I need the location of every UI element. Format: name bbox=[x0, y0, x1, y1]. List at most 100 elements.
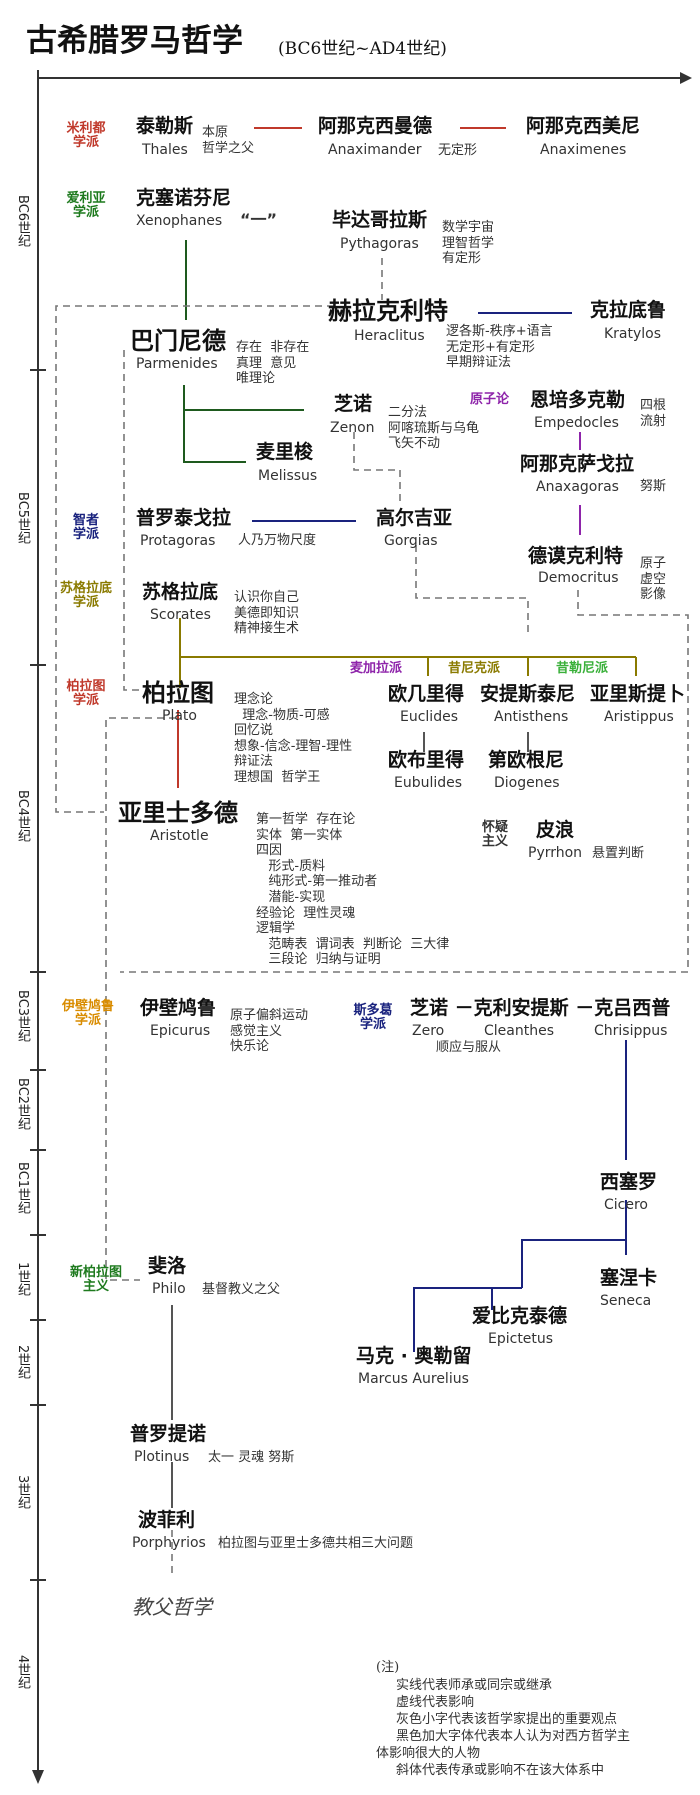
philosopher-latin: Democritus bbox=[538, 570, 619, 586]
philosopher-idea: 理念论 理念-物质-可感 回忆说 想象-信念-理智-理性 辩证法 理想国 哲学王 bbox=[234, 692, 353, 785]
philosopher-name: 德谟克利特 bbox=[528, 545, 624, 567]
philosopher-name: 普罗提诺 bbox=[130, 1423, 207, 1445]
legend-line: 虚线代表影响 bbox=[396, 1695, 475, 1710]
school-stoic: 斯多葛 学派 bbox=[353, 1003, 393, 1033]
philosopher-name: 普罗泰戈拉 bbox=[136, 507, 232, 529]
school-megara: 麦加拉派 bbox=[350, 661, 403, 676]
philosopher-latin: Plotinus bbox=[134, 1449, 190, 1465]
philosopher-latin: Chrisippus bbox=[594, 1023, 668, 1039]
timeline-axes bbox=[30, 70, 692, 1784]
philosopher-idea: 原子 虚空 影像 bbox=[640, 556, 667, 603]
philosopher-name: 西塞罗 bbox=[600, 1171, 658, 1193]
century-label: 1世纪 bbox=[14, 1262, 30, 1297]
century-label: 4世纪 bbox=[14, 1655, 30, 1690]
philosopher-latin: Marcus Aurelius bbox=[358, 1371, 469, 1387]
philosopher-idea: 本原 哲学之父 bbox=[202, 125, 255, 156]
century-label: BC6世纪 bbox=[14, 195, 30, 248]
legend-line: 灰色小字代表该哲学家提出的重要观点 bbox=[396, 1712, 618, 1727]
philosopher-idea: “一” bbox=[240, 210, 278, 229]
socratic-links bbox=[179, 618, 637, 688]
philosopher-name: 克塞诺芬尼 bbox=[136, 187, 232, 209]
philosopher-idea: 努斯 bbox=[640, 479, 667, 494]
philosopher-latin: Empedocles bbox=[534, 415, 619, 431]
philosopher-latin: Kratylos bbox=[604, 326, 662, 342]
philosopher-name: 欧几里得 bbox=[388, 683, 465, 705]
philosopher-latin: Diogenes bbox=[494, 775, 560, 791]
philosopher-name: 伊壁鸠鲁 bbox=[140, 997, 217, 1019]
philosopher-name: 阿那克西美尼 bbox=[526, 115, 641, 137]
school-cyrenaic: 昔勒尼派 bbox=[556, 661, 609, 676]
philosopher-name: 阿那克西曼德 bbox=[318, 115, 433, 137]
philosopher-idea: 太一 灵魂 努斯 bbox=[208, 1450, 295, 1465]
philosopher-name: 巴门尼德 bbox=[130, 327, 226, 355]
school-elea: 爱利亚 学派 bbox=[66, 191, 106, 221]
philosopher-name: 马克 · 奥勒留 bbox=[356, 1345, 472, 1367]
philosopher-idea: 原子偏斜运动 感觉主义 快乐论 bbox=[230, 1008, 309, 1055]
philosopher-name: 塞涅卡 bbox=[600, 1267, 658, 1289]
school-neoplatonic: 新柏拉图 主义 bbox=[69, 1265, 123, 1295]
philosopher-latin: Porphyrios bbox=[132, 1535, 206, 1551]
legend-line: 黑色加大字体代表本人认为对西方哲学主 bbox=[396, 1729, 631, 1744]
philosopher-name: 芝诺 bbox=[334, 393, 373, 415]
philosopher-name: 欧布里得 bbox=[388, 749, 465, 771]
philosopher-latin: Antisthens bbox=[494, 709, 569, 725]
philosopher-latin: Xenophanes bbox=[136, 213, 223, 229]
school-atomism: 原子论 bbox=[470, 392, 510, 407]
philosopher-idea: 二分法 阿喀琉斯与乌龟 飞矢不动 bbox=[388, 405, 480, 452]
legend-line: 实线代表师承或同宗或继承 bbox=[396, 1678, 553, 1693]
school-epicurean: 伊壁鸠鲁 学派 bbox=[61, 999, 115, 1029]
philosopher-latin: Zero bbox=[412, 1023, 445, 1039]
philosopher-name: 泰勒斯 bbox=[136, 115, 194, 137]
century-label: BC5世纪 bbox=[14, 492, 30, 545]
philosopher-latin: Heraclitus bbox=[354, 328, 425, 344]
philosopher-name: 亚里士多德 bbox=[118, 799, 238, 827]
philosopher-name: 皮浪 bbox=[536, 819, 575, 841]
century-label: BC4世纪 bbox=[14, 790, 30, 843]
school-skeptic: 怀疑 主义 bbox=[481, 820, 509, 850]
philosopher-idea: 无定形 bbox=[438, 143, 478, 158]
philosopher-latin: Anaximenes bbox=[540, 142, 627, 158]
century-label: BC1世纪 bbox=[14, 1162, 30, 1215]
school-miletus: 米利都 学派 bbox=[66, 121, 106, 151]
philosopher-latin: Aristotle bbox=[150, 828, 209, 844]
philosopher-idea: 悬置判断 bbox=[592, 846, 645, 861]
century-label: 3世纪 bbox=[14, 1475, 30, 1510]
philosopher-name: 高尔吉亚 bbox=[376, 507, 453, 529]
philosopher-latin: Melissus bbox=[258, 468, 318, 484]
philosopher-idea: 逻各斯-秩序+语言 无定形+有定形 早期辩证法 bbox=[446, 324, 553, 371]
philosopher-latin: Euclides bbox=[400, 709, 458, 725]
philosopher-idea: 数学宇宙 理智哲学 有定形 bbox=[442, 220, 495, 267]
legend-line: 斜体代表传承或影响不在该大体系中 bbox=[396, 1763, 605, 1778]
philosopher-name: 阿那克萨戈拉 bbox=[520, 453, 635, 475]
philosopher-name: 爱比克泰德 bbox=[472, 1305, 568, 1327]
philosopher-latin: Aristippus bbox=[604, 709, 674, 725]
philosopher-name: 克拉底鲁 bbox=[590, 299, 667, 321]
school-platonic: 柏拉图 学派 bbox=[66, 679, 106, 709]
philosopher-name: 麦里梭 bbox=[256, 441, 314, 463]
philosopher-latin: Epictetus bbox=[488, 1331, 554, 1347]
philosopher-latin: Seneca bbox=[600, 1293, 652, 1309]
school-sophist: 智者 学派 bbox=[72, 513, 100, 543]
philosopher-name: 恩培多克勒 bbox=[530, 389, 626, 411]
philosopher-latin: Pythagoras bbox=[340, 236, 419, 252]
philosopher-latin: Gorgias bbox=[384, 533, 438, 549]
legend-title: (注) bbox=[376, 1660, 400, 1675]
philosopher-latin: Parmenides bbox=[136, 356, 218, 372]
philosopher-idea: 顺应与服从 bbox=[436, 1040, 502, 1055]
century-label: BC3世纪 bbox=[14, 990, 30, 1043]
church-philosophy-label: 教父哲学 bbox=[132, 1595, 212, 1619]
influence-links bbox=[55, 258, 689, 1578]
philosopher-idea: 存在 非存在 真理 意见 唯理论 bbox=[236, 340, 310, 387]
philosopher-latin: Pyrrhon bbox=[528, 845, 583, 861]
philosopher-latin: Anaxagoras bbox=[536, 479, 619, 495]
century-label: BC2世纪 bbox=[14, 1078, 30, 1131]
milesian-links bbox=[177, 127, 506, 788]
page-subtitle: (BC6世纪~AD4世纪) bbox=[278, 39, 447, 59]
philosopher-latin: Thales bbox=[142, 142, 188, 158]
philosopher-latin: Zenon bbox=[330, 420, 375, 436]
legend-line: 体影响很大的人物 bbox=[376, 1746, 481, 1761]
century-label: 2世纪 bbox=[14, 1345, 30, 1380]
philosopher-idea: 人乃万物尺度 bbox=[238, 533, 317, 548]
philosopher-latin: Protagoras bbox=[140, 533, 216, 549]
